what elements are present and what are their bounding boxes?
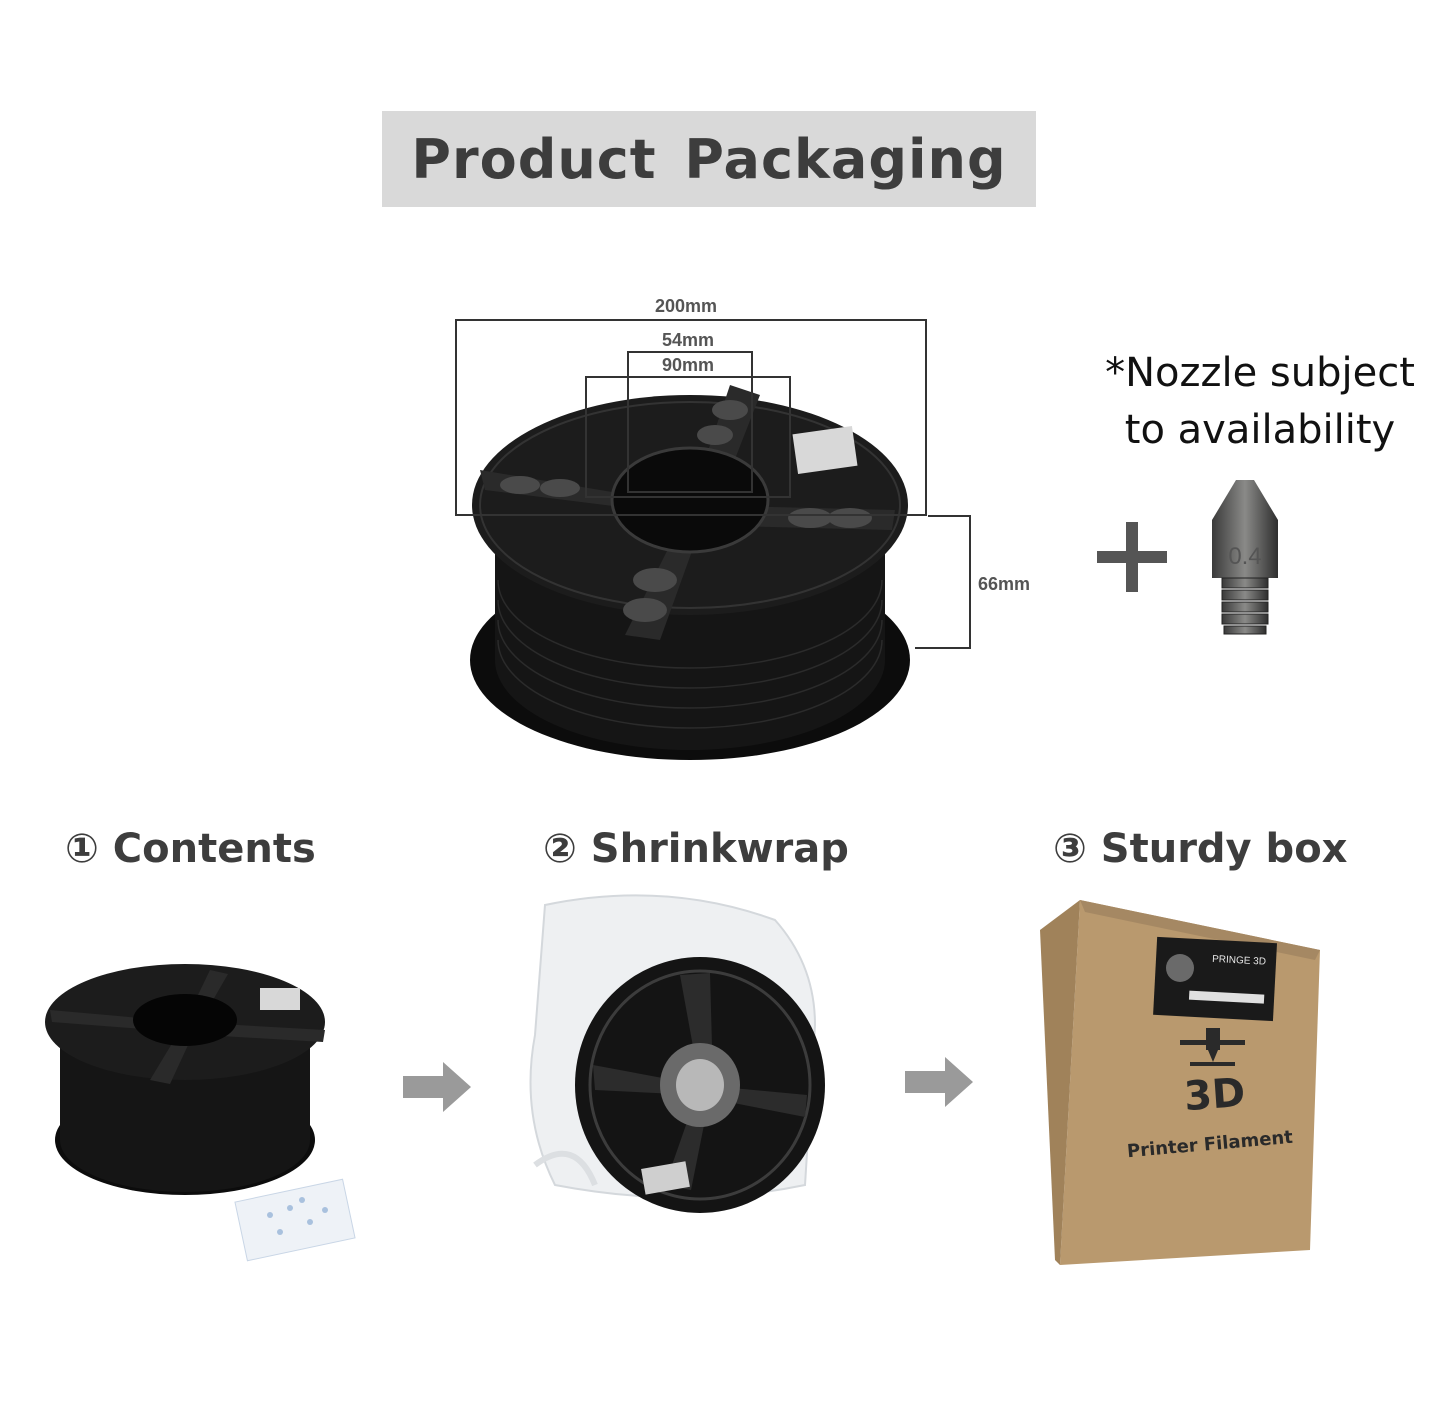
arrow-right-icon-2 xyxy=(905,1057,973,1107)
dimension-54mm: 54mm xyxy=(662,330,715,350)
arrow-right-icon xyxy=(403,1062,471,1112)
dimension-200mm: 200mm xyxy=(655,296,718,316)
dimension-90mm: 90mm xyxy=(662,355,715,375)
box-brand-label: PRINGE 3D xyxy=(1212,954,1266,968)
step-label-contents: ① Contents xyxy=(65,826,316,872)
dimension-66mm: 66mm xyxy=(978,574,1031,594)
sturdy-box-image: PRINGE 3D 3D Printer Filament xyxy=(1040,900,1320,1265)
nozzle-note: *Nozzle subject to availability xyxy=(1105,350,1415,453)
page-title: Product Packaging xyxy=(411,127,1007,191)
shrinkwrap-spool-image xyxy=(529,894,825,1213)
box-3d-label: 3D xyxy=(1183,1070,1247,1120)
nozzle-size-label: 0.4 xyxy=(1228,543,1261,570)
step-label-sturdy-box: ③ Sturdy box xyxy=(1053,826,1348,872)
contents-spool-image xyxy=(45,964,356,1262)
title-banner: Product Packaging xyxy=(382,111,1036,207)
main-spool-image xyxy=(455,319,971,760)
step-label-shrinkwrap: ② Shrinkwrap xyxy=(543,826,849,872)
nozzle-icon: 0.4 xyxy=(1212,480,1278,635)
plus-icon xyxy=(1097,522,1167,592)
